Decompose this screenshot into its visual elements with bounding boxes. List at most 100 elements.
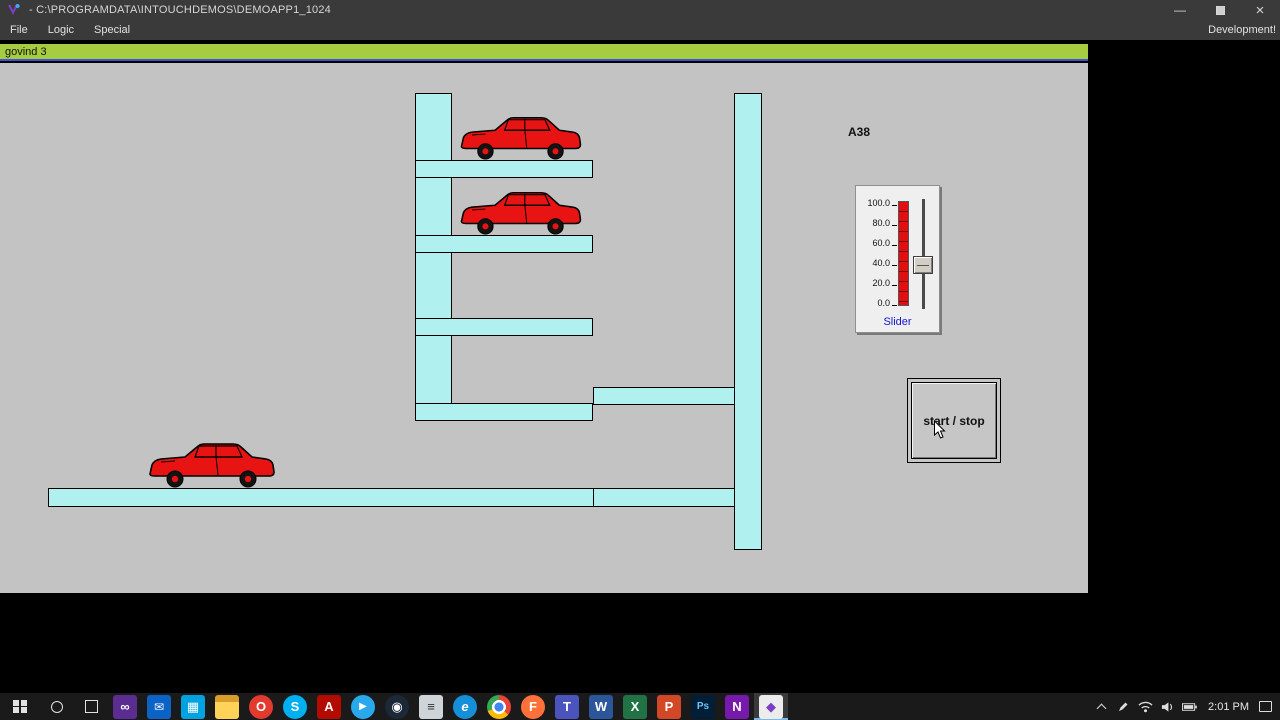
mouse-cursor: [934, 420, 946, 439]
start-stop-button-face[interactable]: start / stop: [911, 382, 997, 459]
garage-shelf-1: [415, 160, 593, 178]
menu-item-special[interactable]: Special: [94, 24, 131, 36]
taskbar-icon-telegram[interactable]: ▶: [346, 693, 380, 720]
menu-item-logic[interactable]: Logic: [47, 24, 75, 36]
taskbar-icon-excel[interactable]: X: [618, 693, 652, 720]
car-shelf-2: [455, 187, 585, 235]
taskbar-icon-photoshop[interactable]: Ps: [686, 693, 720, 720]
taskbar-icon-skype[interactable]: S: [278, 693, 312, 720]
taskbar-icon-visual-studio[interactable]: ∞: [108, 693, 142, 720]
file-explorer-icon: [215, 694, 239, 719]
ground-rail-left: [48, 488, 594, 507]
search-icon: [51, 700, 63, 713]
document-caption-bar[interactable]: govind 3: [0, 44, 1088, 61]
window-title: - C:\PROGRAMDATA\INTOUCHDEMOS\DEMOAPP1_1…: [29, 4, 331, 16]
window-titlebar: - C:\PROGRAMDATA\INTOUCHDEMOS\DEMOAPP1_1…: [0, 0, 1280, 20]
app-icon: [8, 4, 20, 15]
ground-rail-right: [593, 488, 735, 507]
car-ground: [145, 438, 277, 488]
taskbar: ∞ ✉ ▦ O S A ▶ ◉ ≡ e F T W X P Ps N ◆: [0, 693, 1280, 720]
chrome-icon: [487, 694, 511, 719]
visual-studio-icon: ∞: [113, 694, 137, 719]
menu-item-file[interactable]: File: [10, 24, 28, 36]
excel-icon: X: [623, 694, 647, 719]
network-tray-button[interactable]: [1134, 693, 1156, 720]
powerpoint-icon: P: [657, 694, 681, 719]
taskbar-icon-keyboard[interactable]: ≡: [414, 693, 448, 720]
minimize-icon: —: [1174, 3, 1186, 17]
maximize-icon: [1215, 5, 1225, 15]
search-button[interactable]: [40, 693, 74, 720]
taskbar-icon-internet-explorer[interactable]: e: [448, 693, 482, 720]
start-button[interactable]: [0, 693, 40, 720]
taskbar-icon-store[interactable]: ▦: [176, 693, 210, 720]
taskbar-icon-powerpoint[interactable]: P: [652, 693, 686, 720]
mail-icon: ✉: [147, 694, 171, 719]
slider-thumb[interactable]: [913, 256, 933, 274]
garage-shelf-3: [415, 318, 593, 336]
opera-icon: O: [249, 694, 273, 719]
slider-tick-20: 20.0: [872, 278, 890, 288]
battery-icon: [1181, 702, 1197, 711]
skype-icon: S: [283, 694, 307, 719]
pen-tray-button[interactable]: [1112, 693, 1134, 720]
pen-icon: [1119, 702, 1128, 711]
slider-track[interactable]: [922, 199, 925, 309]
slider-tickmarks: [892, 205, 897, 307]
taskbar-icon-firefox[interactable]: F: [516, 693, 550, 720]
taskbar-icon-chrome[interactable]: [482, 693, 516, 720]
start-stop-button[interactable]: start / stop: [907, 378, 1001, 463]
menu-item-development[interactable]: Development!: [1208, 24, 1276, 36]
slider-tick-60: 60.0: [872, 238, 890, 248]
action-center-icon[interactable]: [1259, 701, 1272, 712]
onenote-icon: N: [725, 694, 749, 719]
chevron-up-icon: [1096, 703, 1106, 713]
garage-shelf-4: [415, 403, 593, 421]
slider-thumb-line: [917, 265, 929, 266]
hmi-canvas: A38 100.0 80.0 60.0 40.0 20.0 0.0 Slider…: [0, 63, 1088, 593]
taskbar-icon-word[interactable]: W: [584, 693, 618, 720]
slider-gauge-bar: [898, 201, 909, 306]
slider-tick-40: 40.0: [872, 258, 890, 268]
close-button[interactable]: ×: [1240, 0, 1280, 20]
hidden-icons-button[interactable]: [1090, 693, 1112, 720]
system-tray: 2:01 PM: [1090, 693, 1280, 720]
volume-tray-button[interactable]: [1156, 693, 1178, 720]
taskbar-icon-steam[interactable]: ◉: [380, 693, 414, 720]
slider-tick-100: 100.0: [867, 198, 890, 208]
battery-tray-button[interactable]: [1178, 693, 1200, 720]
taskbar-icon-opera[interactable]: O: [244, 693, 278, 720]
car-shelf-1: [455, 112, 585, 160]
keyboard-icon: ≡: [419, 694, 443, 719]
task-view-button[interactable]: [74, 693, 108, 720]
word-icon: W: [589, 694, 613, 719]
slider-tick-0: 0.0: [877, 298, 890, 308]
window-controls: — ×: [1160, 0, 1280, 20]
volume-icon: [1161, 701, 1172, 712]
start-stop-label: start / stop: [923, 413, 985, 428]
taskbar-icon-teams[interactable]: T: [550, 693, 584, 720]
slider-tick-80: 80.0: [872, 218, 890, 228]
maximize-button[interactable]: [1200, 0, 1240, 20]
taskbar-clock[interactable]: 2:01 PM: [1208, 700, 1249, 713]
wifi-icon: [1138, 701, 1153, 712]
taskbar-icon-file-explorer[interactable]: [210, 693, 244, 720]
task-view-icon: [84, 700, 98, 713]
taskbar-icon-onenote[interactable]: N: [720, 693, 754, 720]
taskbar-icon-intouch-active[interactable]: ◆: [754, 693, 788, 720]
document-window: govind 3 A38 100.0 80.0 60.0 40.0 20.0 0…: [0, 44, 1088, 593]
teams-icon: T: [555, 694, 579, 719]
menu-bar: File Logic Special Development!: [0, 20, 1280, 40]
taskbar-icon-mail[interactable]: ✉: [142, 693, 176, 720]
tag-label-a38: A38: [848, 125, 871, 139]
acrobat-icon: A: [317, 694, 341, 719]
transfer-bar-upper: [593, 387, 735, 405]
windows-logo-icon: [13, 699, 27, 714]
minimize-button[interactable]: —: [1160, 0, 1200, 20]
slider-widget: 100.0 80.0 60.0 40.0 20.0 0.0 Slider: [855, 185, 940, 333]
intouch-icon: ◆: [759, 694, 783, 719]
store-icon: ▦: [181, 694, 205, 719]
garage-shelf-2: [415, 235, 593, 253]
taskbar-icon-acrobat[interactable]: A: [312, 693, 346, 720]
